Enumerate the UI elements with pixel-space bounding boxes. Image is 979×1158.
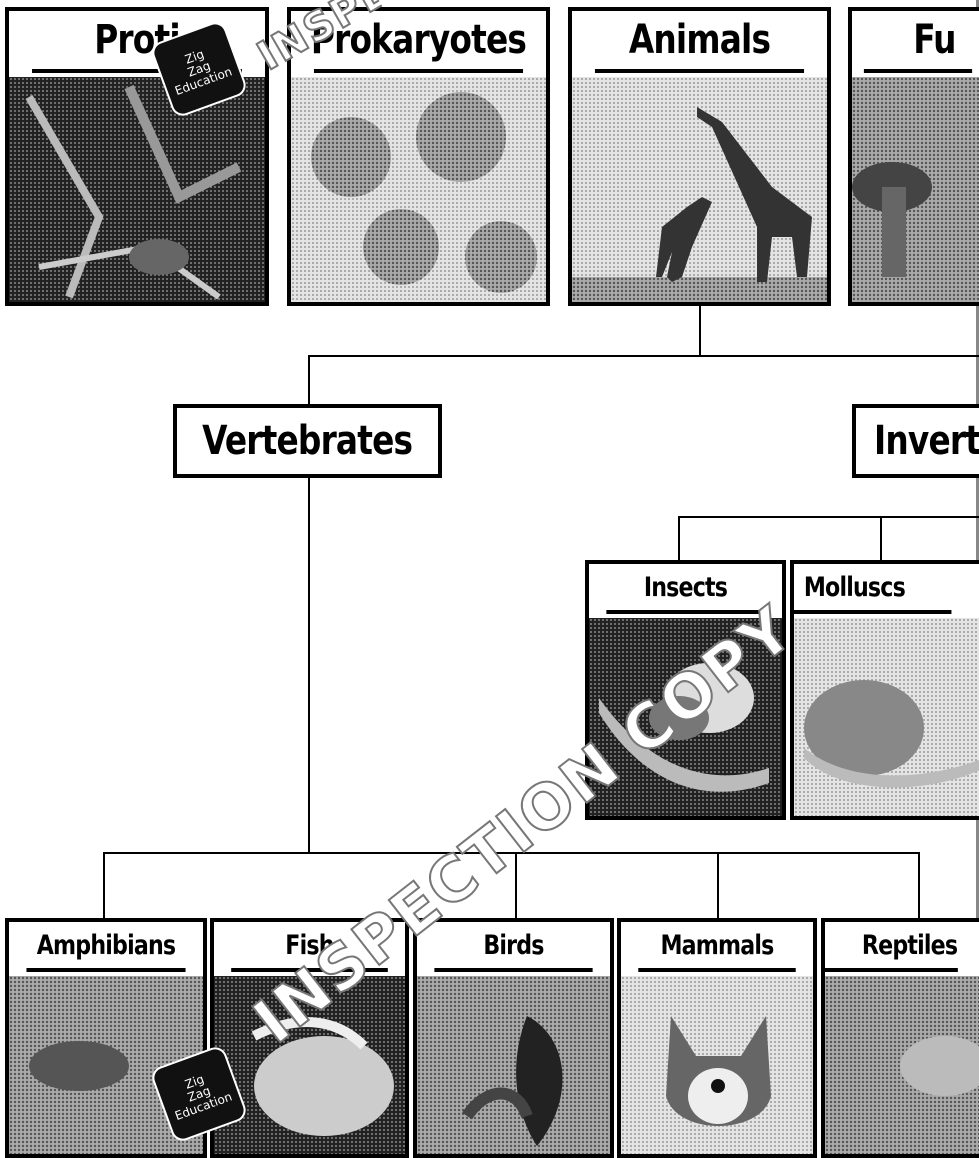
kingdom-fungi-title: Fu <box>864 11 972 73</box>
kingdom-animals-title: Animals <box>595 11 804 73</box>
insects-title: Insects <box>606 564 764 614</box>
kingdom-fungi-card: Fu <box>848 7 979 306</box>
molluscs-snail-photo <box>794 618 979 820</box>
birds-card: Birds <box>413 918 614 1158</box>
fungi-photo <box>852 77 979 306</box>
mammals-card: Mammals <box>617 918 817 1158</box>
invertebrate-classes-branch-line <box>678 516 979 518</box>
vertebrates-box: Vertebrates <box>173 404 442 478</box>
mammals-title: Mammals <box>638 922 795 972</box>
birds-photo <box>417 976 610 1158</box>
animals-giraffe-photo <box>572 77 827 306</box>
mammals-dog-photo <box>621 976 813 1158</box>
animals-stem-line <box>699 306 701 356</box>
animal-groups-branch-line <box>308 355 979 357</box>
vertebrates-drop-line <box>308 355 310 405</box>
reptiles-card: Reptiles <box>821 918 979 1158</box>
kingdom-animals-card: Animals <box>568 7 831 306</box>
amphibians-title: Amphibians <box>26 922 185 972</box>
protists-photo <box>9 77 265 306</box>
birds-title: Birds <box>434 922 592 972</box>
molluscs-drop-line <box>880 516 882 562</box>
mammals-drop-line <box>717 852 719 920</box>
prokaryotes-photo <box>291 77 546 306</box>
amphibians-drop-line <box>103 852 105 920</box>
molluscs-card: Molluscs <box>790 560 979 820</box>
reptiles-title: Reptiles <box>825 922 958 972</box>
reptiles-photo <box>825 976 979 1158</box>
invertebrates-label: Invert <box>874 418 979 464</box>
vertebrates-stem-line <box>308 478 310 853</box>
reptiles-drop-line <box>918 852 920 920</box>
molluscs-title: Molluscs <box>794 564 951 614</box>
kingdom-prokaryotes-card: Prokaryotes <box>287 7 550 306</box>
insects-drop-line <box>678 516 680 562</box>
vertebrates-label: Vertebrates <box>202 418 412 464</box>
invertebrates-box: Invert <box>852 404 979 478</box>
